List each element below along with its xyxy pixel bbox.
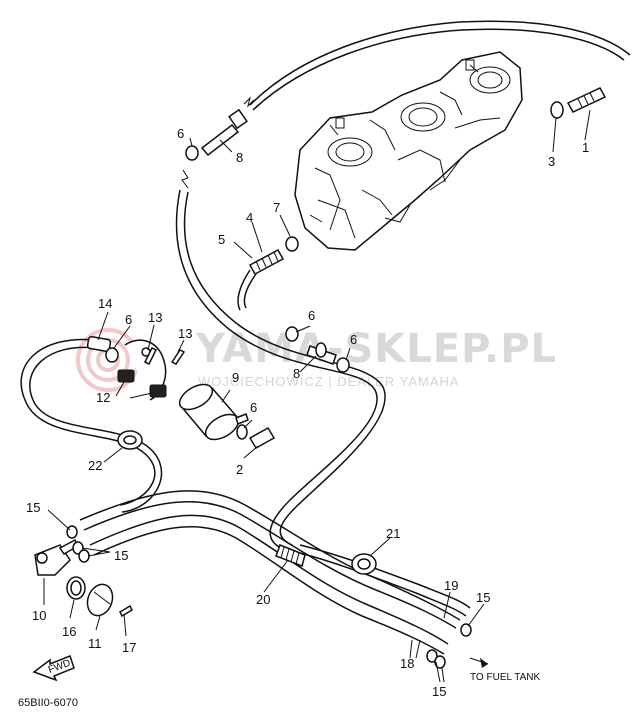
callout-17: 17 (122, 640, 136, 655)
part-16-ring (66, 576, 86, 600)
watermark-tagline: WOJCIECHOWICZ | DEALER YAMAHA (198, 374, 460, 389)
callout-14: 14 (98, 296, 112, 311)
callout-21: 21 (386, 526, 400, 541)
callout-6-center-b: 6 (350, 332, 357, 347)
callout-1: 1 (582, 140, 589, 155)
callout-8-upper: 8 (236, 150, 243, 165)
part-12-bracket (117, 339, 167, 401)
fuel-tank-arrow: TO FUEL TANK (469, 657, 541, 683)
part-6-clip-upper (185, 145, 199, 161)
part-13-screw-b (170, 349, 186, 365)
callout-labels: 1 2 3 4 5 6 6 6 6 6 7 8 8 9 10 11 12 13 … (26, 126, 589, 699)
callout-19: 19 (444, 578, 458, 593)
callout-13-b: 13 (178, 326, 192, 341)
part-10-fitting (34, 538, 79, 576)
part-8-fitting-center (306, 342, 337, 365)
part-6-clip-left (105, 347, 119, 363)
callout-8-center: 8 (293, 366, 300, 381)
callout-16: 16 (62, 624, 76, 639)
callout-20: 20 (256, 592, 270, 607)
part-6-clip-center-b (336, 357, 350, 373)
callout-10: 10 (32, 608, 46, 623)
part-13-screw-a (143, 346, 158, 366)
callout-22: 22 (88, 458, 102, 473)
leader-lines (43, 109, 591, 683)
callout-15-b: 15 (114, 548, 128, 563)
part-15-clips-right (426, 623, 472, 669)
callout-13-a: 13 (148, 310, 162, 325)
part-6-clip-filter (236, 424, 248, 440)
part-2-hose (248, 426, 276, 450)
callout-4: 4 (246, 210, 253, 225)
callout-12: 12 (96, 390, 110, 405)
callout-15-d: 15 (432, 684, 446, 699)
hose-upper-return (249, 20, 631, 106)
watermark-brand: YAMA-SKLEP.PL (195, 326, 557, 372)
part-1-hose (566, 87, 607, 113)
part-3-clip (550, 101, 564, 119)
watermark: YAMA-SKLEP.PL WOJCIECHOWICZ | DEALER YAM… (76, 326, 557, 392)
part-8-fitting-upper (200, 108, 248, 157)
part-22-grommet (117, 430, 143, 450)
hose-center-loop (175, 189, 378, 551)
carburetor-assembly (294, 51, 523, 251)
part-9-fuel-filter (178, 383, 249, 441)
part-20-spring-hose (275, 544, 306, 567)
callout-15-a: 15 (26, 500, 40, 515)
callout-6-center-a: 6 (308, 308, 315, 323)
hose-left-loop (20, 338, 156, 506)
callout-3: 3 (548, 154, 555, 169)
diagram-code: 65BII0-6070 (18, 697, 78, 709)
callout-7: 7 (273, 200, 280, 215)
part-5-spring-hose (248, 248, 285, 276)
callout-9: 9 (232, 370, 239, 385)
lower-hose-bundle (79, 490, 471, 655)
part-7-clip (285, 236, 299, 252)
callout-15-c: 15 (476, 590, 490, 605)
callout-6-left: 6 (125, 312, 132, 327)
to-fuel-tank-label: TO FUEL TANK (470, 672, 541, 683)
callout-6-upper: 6 (177, 126, 184, 141)
part-6-clip-center-a (285, 326, 299, 342)
callout-5: 5 (218, 232, 225, 247)
part-14-hose-end (86, 335, 112, 353)
callout-11: 11 (88, 636, 102, 651)
callout-2: 2 (236, 462, 243, 477)
callout-18: 18 (400, 656, 414, 671)
part-21-grommet (351, 553, 377, 575)
callout-6-filter: 6 (250, 400, 257, 415)
part-11-cap (86, 583, 114, 617)
fwd-arrow-icon: FWD (32, 655, 75, 682)
part-17-screw (119, 604, 133, 618)
